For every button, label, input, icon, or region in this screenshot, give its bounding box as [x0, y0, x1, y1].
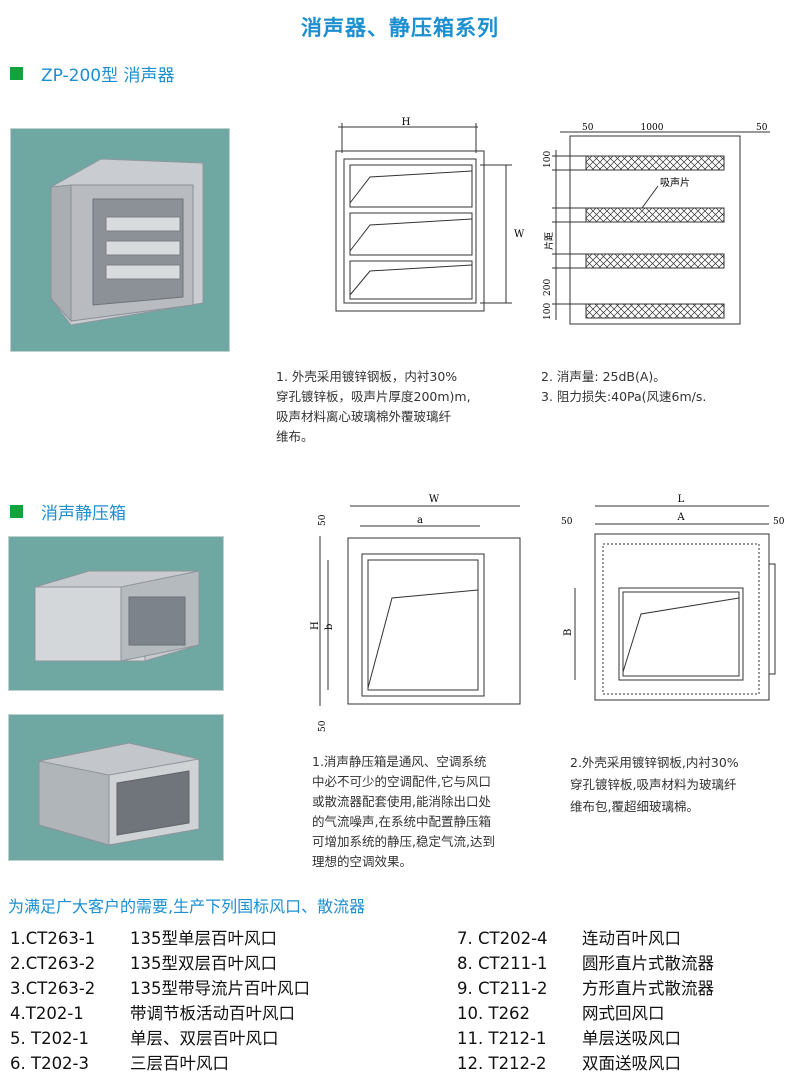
dim-bottom-50: 50: [318, 720, 328, 732]
note-line: 1. 外壳采用镀锌钢板，内衬30%: [276, 369, 458, 384]
note-line: 吸声材料离心玻璃棉外覆玻璃纤: [276, 409, 452, 424]
dim-top-right: 50: [756, 123, 768, 133]
dim-top-left: 50: [582, 123, 594, 133]
plenum-illustration-2: [38, 742, 200, 846]
dim-b-label: b: [324, 624, 335, 630]
muffler-photo: [10, 128, 230, 352]
note-line: 可增加系统的静压,稳定气流,达到: [312, 834, 495, 849]
dim-b-upper-label: B: [563, 629, 574, 636]
plenum-front-drawing: W a H b 50 50: [310, 494, 521, 732]
green-square-marker: [10, 505, 23, 518]
dim-w-label: W: [514, 229, 525, 240]
dim-w-label: W: [429, 494, 440, 505]
note-line: 2. 消声量: 25dB(A)。: [541, 369, 666, 384]
plenum-notes-right: 2.外壳采用镀锌钢板,内衬30% 穿孔镀锌板,吸声材料为玻璃纤 维布包,覆超细玻…: [570, 752, 790, 818]
dim-a-label: a: [417, 515, 423, 526]
dim-left-100-bottom: 100: [543, 303, 553, 320]
muffler-illustration: [50, 158, 204, 326]
muffler-notes-right: 2. 消声量: 25dB(A)。 3. 阻力损失:40Pa(风速6m/s.: [541, 367, 781, 407]
dim-h-label: H: [402, 117, 411, 128]
plenum-photo-1: [8, 536, 224, 691]
note-line: 维布包,覆超细玻璃棉。: [570, 799, 699, 814]
note-line: 中必不可少的空调配件,它与风口: [312, 774, 491, 789]
note-line: 2.外壳采用镀锌钢板,内衬30%: [570, 755, 739, 770]
section-heading-muffler: ZP-200型 消声器: [10, 61, 175, 86]
note-line: 或散流器配套使用,能消除出口处: [312, 794, 491, 809]
plenum-photo-2: [8, 714, 224, 861]
dim-left-200: 200: [543, 279, 553, 296]
dim-left-100-top: 100: [543, 151, 553, 168]
note-line: 穿孔镀锌板,吸声材料为玻璃纤: [570, 777, 737, 792]
note-line: 3. 阻力损失:40Pa(风速6m/s.: [541, 389, 707, 404]
note-line: 的气流噪声,在系统中配置静压箱: [312, 814, 491, 829]
dim-right-50: 50: [773, 517, 785, 527]
muffler-side-drawing: 50 1000 50 100 片距 200 100 吸声片: [543, 123, 770, 325]
dim-l-label: L: [678, 494, 685, 505]
dim-top-50: 50: [318, 514, 328, 526]
muffler-notes-left: 1. 外壳采用镀锌钢板，内衬30% 穿孔镀锌板，吸声片厚度200m)m, 吸声材…: [276, 367, 526, 447]
dim-top-middle: 1000: [641, 123, 664, 133]
product-list-title: 为满足广大客户的需要,生产下列国标风口、散流器: [8, 897, 366, 916]
plenum-notes-left: 1.消声静压箱是通风、空调系统 中必不可少的空调配件,它与风口 或散流器配套使用…: [312, 752, 557, 872]
page-title: 消声器、静压箱系列: [301, 16, 499, 40]
absorber-callout: 吸声片: [660, 176, 690, 189]
section-title: ZP-200型 消声器: [41, 66, 175, 86]
dim-left-50: 50: [561, 517, 573, 527]
note-line: 理想的空调效果。: [312, 854, 413, 869]
green-square-marker: [10, 67, 23, 80]
muffler-front-drawing: H W: [335, 117, 525, 312]
dim-left-spacing: 片距: [543, 232, 555, 250]
dim-a-upper-label: A: [676, 512, 685, 523]
section-heading-plenum: 消声静压箱: [10, 499, 126, 524]
note-line: 穿孔镀锌板，吸声片厚度200m)m,: [276, 389, 471, 404]
plenum-illustration-1: [34, 570, 200, 662]
note-line: 1.消声静压箱是通风、空调系统: [312, 754, 487, 769]
plenum-side-drawing: L A B 50 50: [561, 494, 785, 701]
section-title: 消声静压箱: [41, 504, 126, 524]
note-line: 维布。: [276, 429, 314, 444]
dim-h-label: H: [310, 621, 321, 630]
